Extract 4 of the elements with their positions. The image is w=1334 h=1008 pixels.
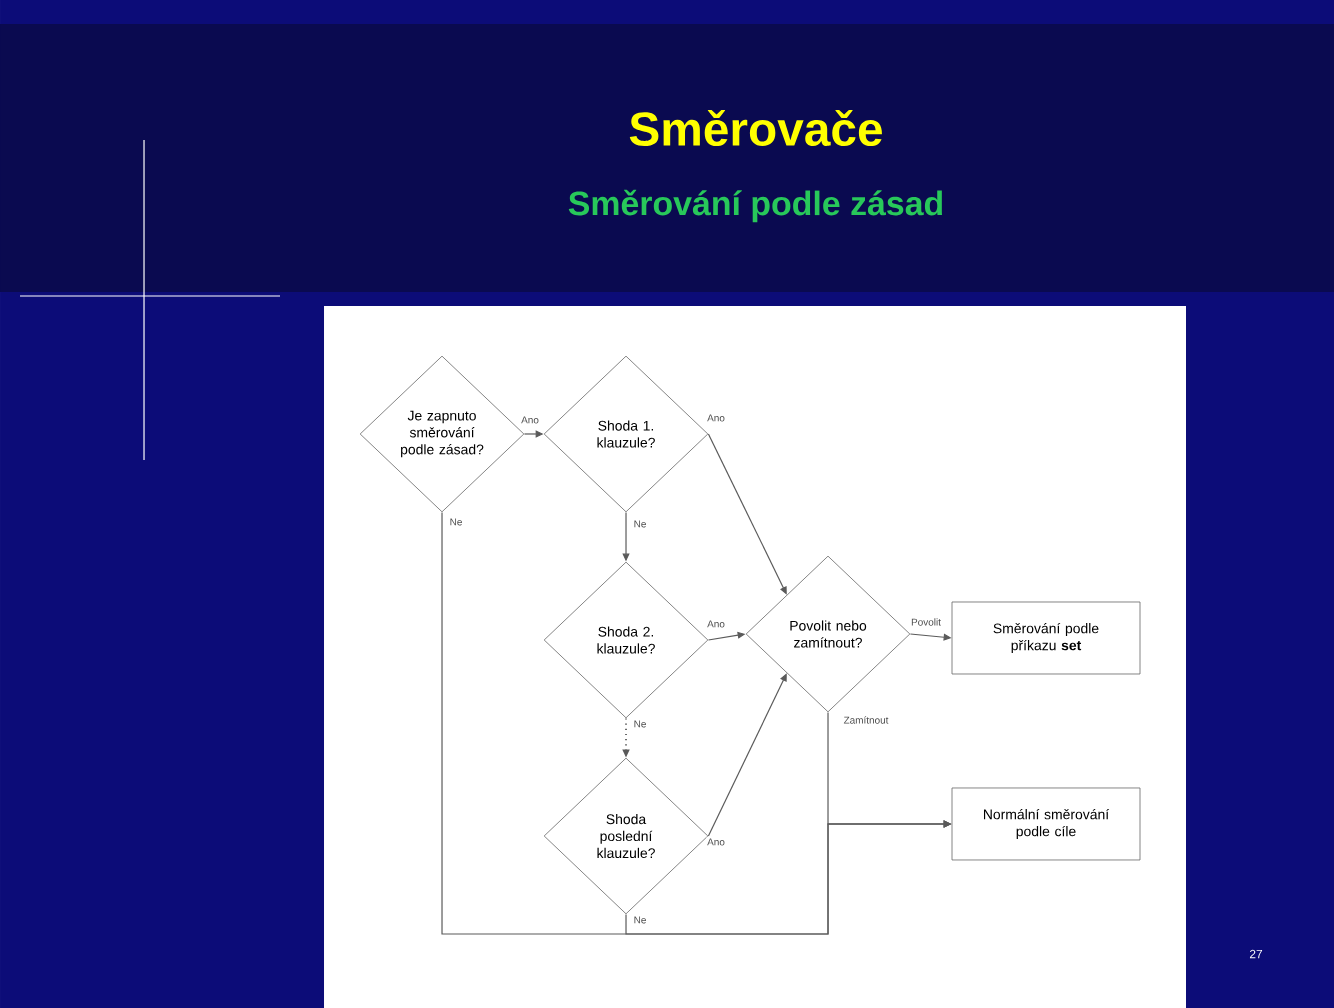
title: Směrovače: [629, 109, 882, 147]
arrow: [707, 673, 787, 837]
arrow: [707, 433, 787, 595]
subtitle: Směrování podle zásad: [568, 189, 942, 223]
